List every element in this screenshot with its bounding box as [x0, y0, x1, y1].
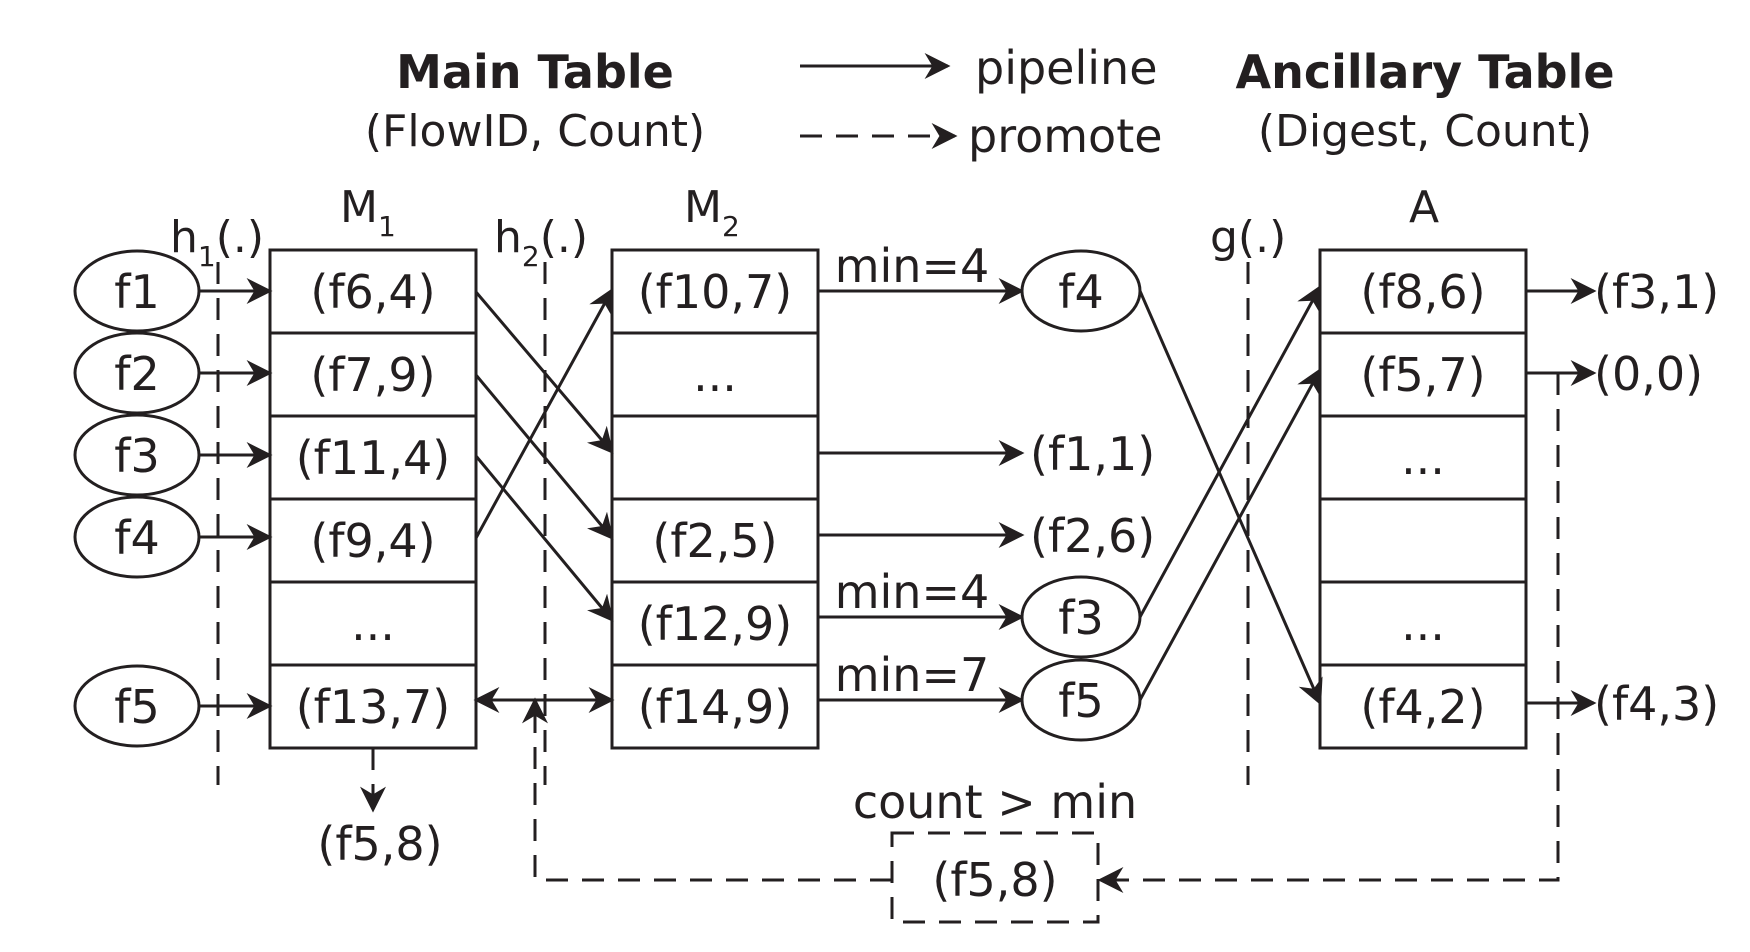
- table-m1: (f6,4) (f7,9) (f11,4) (f9,4) ... (f13,7): [268, 248, 478, 750]
- m2-cell-2-text: ...: [693, 348, 737, 402]
- main-table-title: Main Table: [396, 45, 674, 99]
- a-cell-3: [1318, 414, 1528, 501]
- promote-arrow-from-a: [1097, 373, 1560, 893]
- mid-node-f5-label: f5: [1058, 674, 1103, 728]
- input-node-f4-label: f4: [114, 511, 159, 565]
- arrow-f3-ar1: [1138, 284, 1322, 618]
- min-label-3: min=7: [835, 648, 990, 702]
- m1-cell-6-text: (f13,7): [296, 680, 451, 734]
- m2-cell-6-text: (f14,9): [638, 680, 793, 734]
- m1-cell-4: [268, 497, 478, 584]
- main-table-subtitle: (FlowID, Count): [365, 106, 705, 157]
- m2-cell-5: [610, 580, 820, 667]
- m1-name: M1: [340, 182, 396, 243]
- promoted-entry-box: [890, 831, 1100, 924]
- m1-cell-2-text: (f7,9): [310, 348, 435, 402]
- a-cell-5: [1318, 580, 1528, 667]
- m2-cell-6: [610, 663, 820, 750]
- input-arrows: [199, 278, 273, 719]
- promoted-entry-text: (f5,8): [932, 853, 1057, 907]
- m2-cell-1: [610, 248, 820, 335]
- input-node-f2-label: f2: [114, 347, 159, 401]
- mid-output-2: (f2,6): [1030, 509, 1155, 563]
- table-m2: (f10,7) ... (f2,5) (f12,9) (f14,9): [610, 248, 820, 750]
- m1-evict-output: (f5,8): [317, 817, 442, 871]
- arrow-f5-ar2: [1138, 367, 1322, 701]
- m2-cell-3: [610, 414, 820, 501]
- promote-arrow-to-m1: [522, 697, 892, 882]
- a-cell-2: [1318, 331, 1528, 418]
- a-cell-4: [1318, 497, 1528, 584]
- h2-label: h2(.): [494, 212, 588, 273]
- mid-node-f3-label: f3: [1058, 591, 1103, 645]
- promote-condition: count > min: [853, 775, 1137, 829]
- m2-name: M2: [684, 182, 740, 243]
- a-outputs: (f3,1) (0,0) (f4,3): [1526, 265, 1719, 731]
- m1-cell-3-text: (f11,4): [296, 431, 451, 485]
- promote-path: (f5,8) count > min: [522, 373, 1560, 924]
- a-cell-2-text: (f5,7): [1360, 348, 1485, 402]
- arrow-m1r1-m2r3: [474, 291, 614, 454]
- ancillary-table-subtitle: (Digest, Count): [1258, 106, 1592, 157]
- m1-cell-5-text: ...: [351, 597, 395, 651]
- m1-cell-1-text: (f6,4): [310, 265, 435, 319]
- a-name: A: [1409, 182, 1439, 233]
- mid-node-f4-label: f4: [1058, 265, 1103, 319]
- m2-outputs: min=4 f4 (f1,1) (f2,6) min=4 f3 min=7 f5: [818, 239, 1155, 742]
- legend: Main Table (FlowID, Count) pipeline prom…: [365, 41, 1615, 163]
- arrow-f4-ar6: [1138, 290, 1323, 706]
- input-flows: f1 f2 f3 f4 f5: [73, 249, 201, 748]
- a-cell-5-text: ...: [1401, 597, 1445, 651]
- m1-cell-4-text: (f9,4): [310, 514, 435, 568]
- ancillary-table-title: Ancillary Table: [1235, 45, 1614, 99]
- promote-legend-label: promote: [968, 109, 1163, 163]
- right-output-3: (f4,3): [1594, 677, 1719, 731]
- arrow-m1r3-m2r5: [474, 455, 614, 623]
- mid-output-1: (f1,1): [1030, 427, 1155, 481]
- m2-cell-5-text: (f12,9): [638, 597, 793, 651]
- a-cell-6: [1318, 663, 1528, 750]
- input-node-f3-label: f3: [114, 429, 159, 483]
- table-a: (f8,6) (f5,7) ... ... (f4,2): [1318, 248, 1528, 750]
- min-label-1: min=4: [835, 239, 990, 293]
- arrow-m1r4-m2r1: [474, 287, 614, 539]
- m1-cell-2: [268, 331, 478, 418]
- arrow-m1r2-m2r4: [474, 374, 614, 540]
- min-label-2: min=4: [835, 565, 990, 619]
- m1-cell-5: [268, 580, 478, 667]
- m2-cell-4: [610, 497, 820, 584]
- g-label: g(.): [1210, 212, 1286, 263]
- a-cell-1-text: (f8,6): [1360, 265, 1485, 319]
- input-node-f5-label: f5: [114, 680, 159, 734]
- right-output-2: (0,0): [1594, 347, 1703, 401]
- h1-label: h1(.): [170, 212, 264, 273]
- m1-cell-6: [268, 663, 478, 750]
- mid-a-arrows: [1138, 284, 1323, 706]
- input-node-f1-label: f1: [114, 265, 159, 319]
- a-cell-6-text: (f4,2): [1360, 680, 1485, 734]
- right-output-1: (f3,1): [1594, 265, 1719, 319]
- m2-cell-4-text: (f2,5): [652, 514, 777, 568]
- a-cell-3-text: ...: [1401, 431, 1445, 485]
- m2-cell-1-text: (f10,7): [638, 265, 793, 319]
- pipeline-legend-label: pipeline: [975, 41, 1158, 95]
